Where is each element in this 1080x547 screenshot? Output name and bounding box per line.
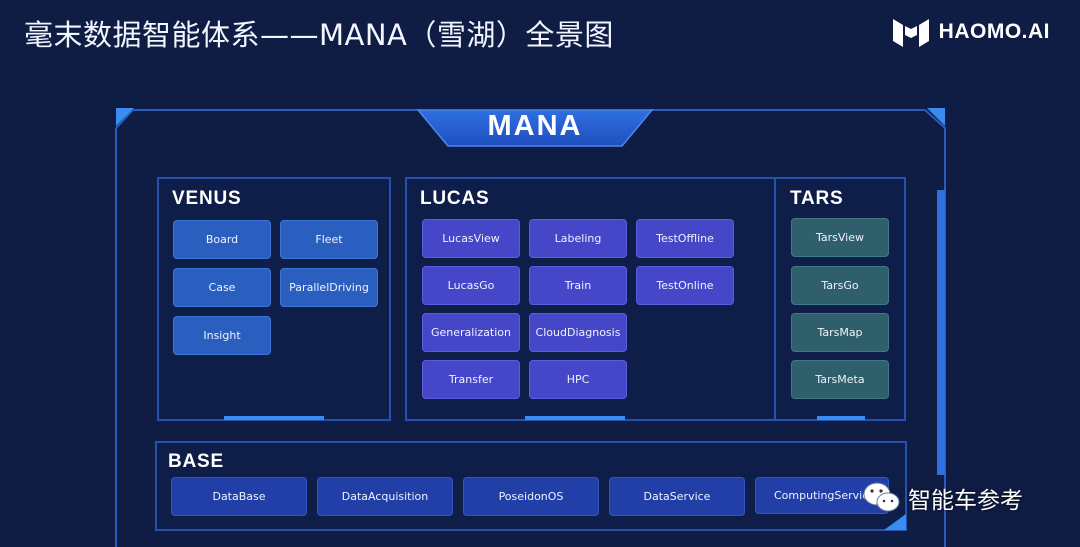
module-tarsmap: TarsMap <box>791 313 889 352</box>
lucas-title: LUCAS <box>420 188 490 209</box>
module-board: Board <box>173 220 271 259</box>
module-tarsmeta: TarsMeta <box>791 360 889 399</box>
haomo-logo-icon <box>892 19 929 47</box>
module-paralleldriving: ParallelDriving <box>280 268 378 307</box>
module-case: Case <box>173 268 271 307</box>
venus-title: VENUS <box>172 188 242 209</box>
brand-logo: HAOMO.AI <box>891 14 1050 50</box>
watermark-text: 智能车参考 <box>908 488 1023 514</box>
module-testoffline: TestOffline <box>636 219 734 258</box>
diagram-title: MANA <box>487 110 583 142</box>
base-title: BASE <box>168 451 224 472</box>
module-poseidonos: PoseidonOS <box>463 477 599 516</box>
module-tarsview: TarsView <box>791 218 889 257</box>
module-insight: Insight <box>173 316 271 355</box>
module-generalization: Generalization <box>422 313 520 352</box>
module-database: DataBase <box>171 477 307 516</box>
module-testonline: TestOnline <box>636 266 734 305</box>
module-tarsgo: TarsGo <box>791 266 889 305</box>
module-train: Train <box>529 266 627 305</box>
module-lucasgo: LucasGo <box>422 266 520 305</box>
brand-name: HAOMO.AI <box>938 20 1050 43</box>
module-dataservice: DataService <box>609 477 745 516</box>
module-computingservice: ComputingService <box>755 477 889 514</box>
slide-title: 毫末数据智能体系——MANA（雪湖）全景图 <box>24 18 614 52</box>
tars-title: TARS <box>790 188 844 209</box>
watermark: 智能车参考 <box>862 480 1023 516</box>
module-lucasview: LucasView <box>422 219 520 258</box>
module-fleet: Fleet <box>280 220 378 259</box>
wechat-icon <box>863 482 900 512</box>
module-clouddiagnosis: CloudDiagnosis <box>529 313 627 352</box>
module-transfer: Transfer <box>422 360 520 399</box>
module-dataacquisition: DataAcquisition <box>317 477 453 516</box>
module-hpc: HPC <box>529 360 627 399</box>
module-labeling: Labeling <box>529 219 627 258</box>
